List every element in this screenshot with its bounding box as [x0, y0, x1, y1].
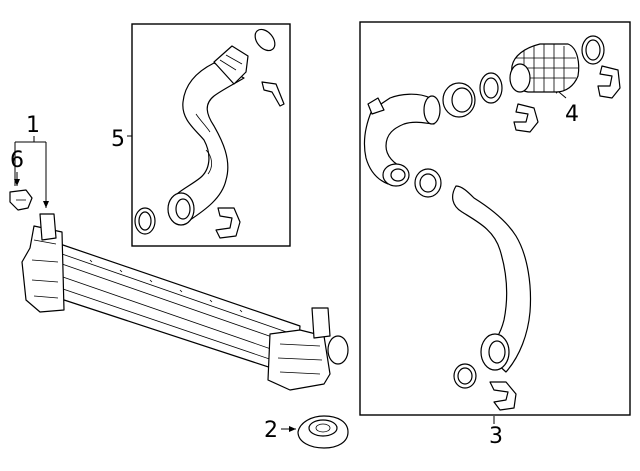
seal-4-inner: [585, 39, 601, 61]
hose-5: [167, 45, 249, 226]
clamp-4b: [513, 103, 539, 133]
callout-5: 5: [111, 127, 125, 152]
cap-2: [297, 415, 349, 449]
clamp-5: [215, 207, 241, 239]
clamp-3b: [489, 381, 517, 411]
coupler-3-inner: [451, 87, 473, 113]
seal-5c-inner: [138, 211, 152, 231]
detail-box-5: [131, 23, 291, 247]
intercooler-1: [21, 213, 349, 391]
seal-3b-inner: [457, 367, 473, 385]
clip-5b: [261, 81, 285, 107]
seal-3a-inner: [483, 77, 499, 99]
callout-2: 2: [264, 418, 278, 443]
clamp-4a: [597, 65, 621, 99]
long-hose-3: [452, 185, 532, 373]
leader-lines: [14, 86, 567, 432]
detail-box-3: [359, 21, 631, 416]
clamp-3a-inner: [419, 173, 437, 193]
callout-1: 1: [26, 113, 40, 138]
elbow-hose-3: [363, 93, 441, 187]
callout-4: 4: [565, 102, 579, 127]
callout-3: 3: [489, 424, 503, 449]
callout-6: 6: [10, 148, 24, 173]
resonator-4: [509, 43, 580, 93]
seal-5a: [254, 28, 276, 52]
